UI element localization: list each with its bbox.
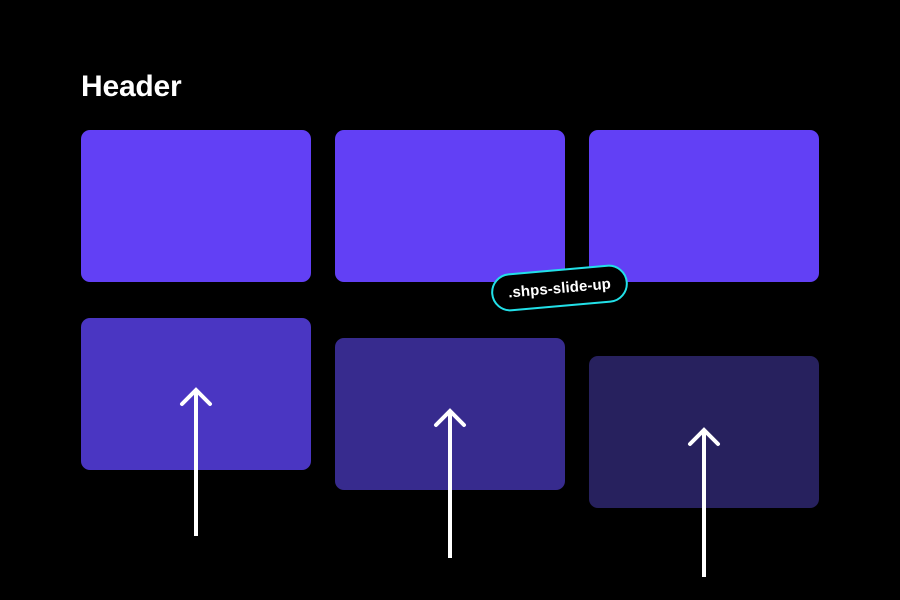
card-tile-3[interactable] [589,130,819,282]
card-tile-1[interactable] [81,130,311,282]
card-tile-4[interactable] [81,318,311,470]
card-tile-2[interactable] [335,130,565,282]
page-title: Header [81,70,182,103]
card-tile-5[interactable] [335,338,565,490]
card-tile-6[interactable] [589,356,819,508]
css-class-badge-label: .shps-slide-up [507,275,612,301]
